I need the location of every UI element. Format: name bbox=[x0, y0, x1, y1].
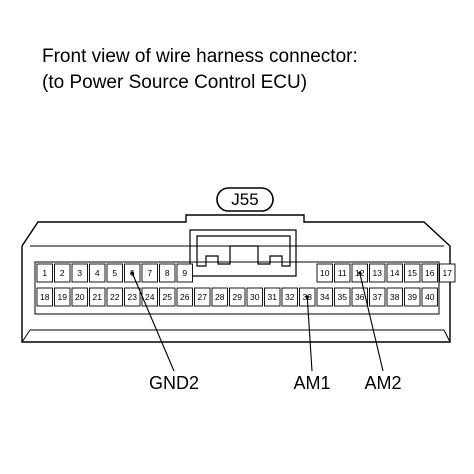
pin-number-13: 13 bbox=[373, 268, 383, 278]
connector-id-label: J55 bbox=[231, 190, 258, 209]
callout-dot-am2 bbox=[358, 271, 362, 275]
pin-number-1: 1 bbox=[42, 268, 47, 278]
callout-label-gnd2: GND2 bbox=[149, 373, 199, 393]
pin-cell-32 bbox=[281, 287, 298, 307]
callout-dot-gnd2 bbox=[130, 271, 134, 275]
pin-number-4: 4 bbox=[95, 268, 100, 278]
pin-number-37: 37 bbox=[373, 292, 383, 302]
pin-cell-26 bbox=[176, 287, 193, 307]
pin-number-2: 2 bbox=[60, 268, 65, 278]
pin-cell-18 bbox=[36, 287, 53, 307]
pin-number-7: 7 bbox=[147, 268, 152, 278]
callout-label-am1: AM1 bbox=[293, 373, 330, 393]
pin-cell-20 bbox=[71, 287, 88, 307]
connector-id-badge: J55 bbox=[216, 187, 274, 212]
pin-cell-25 bbox=[159, 287, 176, 307]
pin-number-10: 10 bbox=[320, 268, 330, 278]
pin-number-8: 8 bbox=[165, 268, 170, 278]
pin-number-32: 32 bbox=[285, 292, 295, 302]
callout-label-am2: AM2 bbox=[364, 373, 401, 393]
callout-group: GND2 AM1 AM2 bbox=[130, 271, 402, 393]
connector-id-oval bbox=[216, 187, 274, 212]
pin-number-16: 16 bbox=[425, 268, 435, 278]
pin-cell-38 bbox=[386, 287, 403, 307]
pin-cell-30 bbox=[246, 287, 263, 307]
pin-number-9: 9 bbox=[182, 268, 187, 278]
pin-number-27: 27 bbox=[198, 292, 208, 302]
pin-number-26: 26 bbox=[180, 292, 190, 302]
pin-number-18: 18 bbox=[40, 292, 50, 302]
pin-number-39: 39 bbox=[408, 292, 418, 302]
latch-tab bbox=[196, 235, 291, 267]
pin-cell-5 bbox=[106, 263, 123, 283]
pin-grid: 1234567891011121314151617181920212223242… bbox=[36, 263, 456, 307]
pin-number-15: 15 bbox=[408, 268, 418, 278]
pin-number-17: 17 bbox=[443, 268, 453, 278]
callout-dot-am1 bbox=[305, 295, 309, 299]
pin-number-5: 5 bbox=[112, 268, 117, 278]
pin-field-frame bbox=[34, 261, 440, 315]
pin-number-14: 14 bbox=[390, 268, 400, 278]
pin-number-19: 19 bbox=[58, 292, 68, 302]
pin-number-3: 3 bbox=[77, 268, 82, 278]
pin-number-11: 11 bbox=[338, 268, 347, 278]
housing-corner-bevels bbox=[21, 329, 451, 343]
pin-cell-3 bbox=[71, 263, 88, 283]
callout-line-am2 bbox=[359, 272, 384, 372]
pin-cell-17 bbox=[439, 263, 456, 283]
pin-number-23: 23 bbox=[128, 292, 138, 302]
pin-cell-13 bbox=[369, 263, 386, 283]
pin-cell-9 bbox=[176, 263, 193, 283]
pin-cell-11 bbox=[334, 263, 351, 283]
pin-cell-16 bbox=[421, 263, 438, 283]
housing-outline bbox=[21, 214, 451, 343]
pin-number-30: 30 bbox=[250, 292, 260, 302]
pin-cell-37 bbox=[369, 287, 386, 307]
pin-cell-40 bbox=[421, 287, 438, 307]
pin-number-35: 35 bbox=[338, 292, 348, 302]
pin-cell-14 bbox=[386, 263, 403, 283]
pin-cell-31 bbox=[264, 287, 281, 307]
pin-number-21: 21 bbox=[93, 292, 103, 302]
pin-cell-8 bbox=[159, 263, 176, 283]
pin-number-25: 25 bbox=[163, 292, 173, 302]
pin-cell-39 bbox=[404, 287, 421, 307]
pin-number-34: 34 bbox=[320, 292, 330, 302]
pin-cell-2 bbox=[54, 263, 71, 283]
pin-cell-28 bbox=[211, 287, 228, 307]
connector-latch bbox=[189, 229, 297, 277]
connector-housing bbox=[21, 214, 451, 343]
pin-cell-36 bbox=[351, 287, 368, 307]
pin-number-36: 36 bbox=[355, 292, 365, 302]
pin-number-24: 24 bbox=[145, 292, 155, 302]
pin-cell-1 bbox=[36, 263, 53, 283]
pin-number-40: 40 bbox=[425, 292, 435, 302]
pin-number-20: 20 bbox=[75, 292, 85, 302]
pin-cell-34 bbox=[316, 287, 333, 307]
pin-cell-29 bbox=[229, 287, 246, 307]
diagram-title-line-2: (to Power Source Control ECU) bbox=[42, 72, 308, 93]
pin-cell-22 bbox=[106, 287, 123, 307]
pin-cell-15 bbox=[404, 263, 421, 283]
callout-line-gnd2 bbox=[131, 272, 175, 372]
pin-cell-21 bbox=[89, 287, 106, 307]
pin-number-38: 38 bbox=[390, 292, 400, 302]
pin-cell-19 bbox=[54, 287, 71, 307]
pin-cell-23 bbox=[124, 287, 141, 307]
pin-cell-7 bbox=[141, 263, 158, 283]
pin-cell-35 bbox=[334, 287, 351, 307]
pin-cell-4 bbox=[89, 263, 106, 283]
pin-number-31: 31 bbox=[268, 292, 278, 302]
latch-recess bbox=[189, 229, 297, 277]
pin-cell-10 bbox=[316, 263, 333, 283]
callout-line-am1 bbox=[306, 296, 313, 372]
pin-number-28: 28 bbox=[215, 292, 225, 302]
diagram-title-line-1: Front view of wire harness connector: bbox=[42, 46, 358, 67]
pin-number-29: 29 bbox=[233, 292, 243, 302]
pin-number-22: 22 bbox=[110, 292, 120, 302]
pin-cell-27 bbox=[194, 287, 211, 307]
